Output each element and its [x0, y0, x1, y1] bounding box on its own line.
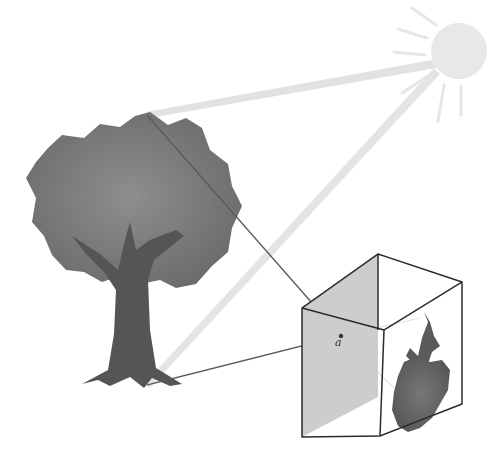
sun-ray	[396, 27, 429, 40]
inverted-tree-trunk	[406, 312, 440, 366]
camera-box: a	[301, 253, 463, 438]
box-edge-inner-top	[383, 281, 463, 331]
inverted-tree-image	[392, 312, 450, 432]
light-ray-to-treetop	[146, 60, 436, 118]
box-edge-inner	[301, 307, 385, 331]
sun-ray	[392, 50, 427, 57]
light-ray-to-tree-base	[144, 68, 440, 388]
sun-icon	[392, 6, 487, 123]
tree-trunk	[72, 222, 184, 388]
box-edge-inner-vertical	[379, 329, 385, 437]
sun-ray	[436, 83, 446, 123]
light-rays	[144, 60, 440, 388]
box-back-face	[302, 254, 378, 437]
inverted-tree-foliage	[392, 356, 450, 432]
sun-ray	[410, 6, 438, 27]
sun-disc	[431, 23, 487, 79]
projection-line-top	[146, 114, 342, 337]
aperture-label: a	[335, 336, 342, 349]
pinhole	[338, 333, 344, 339]
